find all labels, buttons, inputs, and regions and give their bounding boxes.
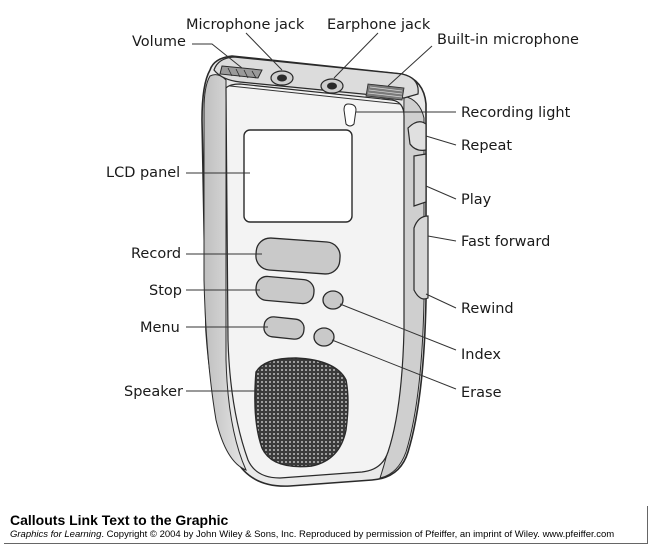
earphone-jack	[320, 78, 344, 94]
label-earphone-jack: Earphone jack	[327, 17, 431, 33]
device-left-edge	[203, 74, 247, 471]
label-volume: Volume	[132, 34, 186, 50]
microphone-jack	[270, 70, 294, 86]
recording-light	[343, 103, 357, 127]
voice-recorder-diagram: Volume Microphone jack Earphone jack Bui…	[106, 17, 579, 487]
label-recording-light: Recording light	[461, 105, 571, 121]
leader-erase	[331, 339, 457, 390]
callout-labels: Volume Microphone jack Earphone jack Bui…	[106, 17, 579, 401]
label-repeat: Repeat	[461, 138, 512, 154]
leader-play	[425, 185, 457, 200]
caption-book-title: Graphics for Learning	[10, 529, 102, 540]
leader-built-in-microphone	[387, 45, 433, 87]
fast-forward-slider	[413, 215, 429, 300]
leader-microphone-jack	[245, 32, 283, 71]
index-button	[322, 290, 344, 310]
device-top-line	[229, 85, 401, 105]
label-built-in-microphone: Built-in microphone	[437, 32, 579, 48]
label-fast-forward: Fast forward	[461, 234, 550, 250]
caption-box: Callouts Link Text to the Graphic Graphi…	[4, 506, 648, 544]
label-index: Index	[461, 347, 501, 363]
play-button	[413, 153, 427, 207]
caption-credit: Graphics for Learning. Copyright © 2004 …	[10, 529, 614, 540]
leader-volume	[192, 43, 243, 69]
label-speaker: Speaker	[124, 384, 183, 400]
volume-wheel	[219, 65, 263, 79]
label-play: Play	[461, 192, 492, 208]
erase-button	[313, 327, 335, 347]
callout-leader-lines	[186, 32, 457, 392]
leader-repeat	[425, 135, 457, 146]
leader-fast-forward	[427, 235, 457, 242]
repeat-button	[407, 121, 427, 151]
leader-rewind	[425, 293, 457, 309]
label-erase: Erase	[461, 385, 502, 401]
caption-copyright: . Copyright © 2004 by John Wiley & Sons,…	[101, 529, 615, 540]
built-in-microphone-grille	[365, 83, 405, 101]
stop-button	[255, 275, 315, 305]
label-menu: Menu	[140, 320, 180, 336]
caption-title: Callouts Link Text to the Graphic	[10, 512, 229, 528]
leader-index	[339, 303, 457, 351]
speaker-grille	[254, 357, 349, 468]
leader-earphone-jack	[333, 32, 379, 79]
label-rewind: Rewind	[461, 301, 514, 317]
menu-button	[263, 316, 305, 340]
lcd-panel	[243, 129, 353, 223]
label-lcd-panel: LCD panel	[106, 165, 180, 181]
record-button	[255, 237, 341, 275]
label-record: Record	[131, 246, 181, 262]
recorder-device	[201, 55, 429, 487]
label-stop: Stop	[149, 283, 182, 299]
label-microphone-jack: Microphone jack	[186, 17, 305, 33]
